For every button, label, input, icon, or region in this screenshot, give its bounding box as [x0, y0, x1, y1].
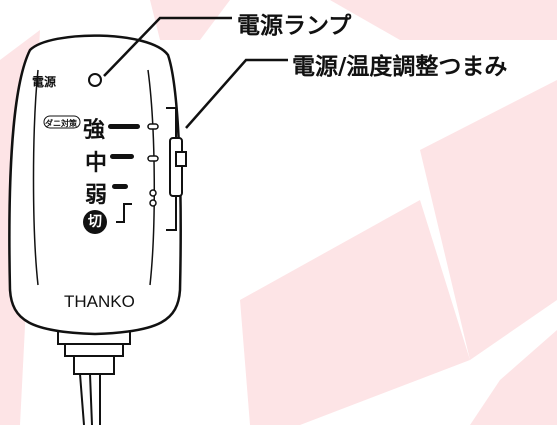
- power-label: 電源: [32, 75, 57, 89]
- knob-callout: 電源/温度調整つまみ: [292, 54, 508, 80]
- indicator-weak-2: [149, 199, 157, 207]
- power-cord: [57, 329, 131, 425]
- level-bar-strong: [108, 124, 140, 129]
- off-bracket: [116, 203, 132, 223]
- indicator-strong: [147, 123, 159, 130]
- power-lamp-callout: 電源ランプ: [237, 13, 352, 39]
- level-label-off: 切: [83, 210, 107, 234]
- brand-label: THANKO: [64, 292, 135, 311]
- temperature-knob[interactable]: [169, 137, 187, 197]
- body-contour-right: [147, 69, 156, 286]
- mite-badge: ダニ対策: [45, 119, 77, 128]
- level-label-weak: 弱: [85, 183, 108, 208]
- level-label-mid: 中: [85, 151, 108, 176]
- indicator-weak-1: [149, 189, 157, 197]
- leader-line-power-lamp: [103, 16, 232, 77]
- body-contour-left: [32, 69, 39, 286]
- indicator-mid: [147, 155, 159, 162]
- level-bar-mid: [110, 154, 134, 159]
- power-lamp: [88, 73, 102, 87]
- level-label-strong: 強: [83, 118, 106, 143]
- device-body: [8, 34, 182, 336]
- level-bar-weak: [112, 184, 128, 189]
- mite-badge-frame: [43, 115, 81, 129]
- leader-line-knob: [185, 58, 288, 129]
